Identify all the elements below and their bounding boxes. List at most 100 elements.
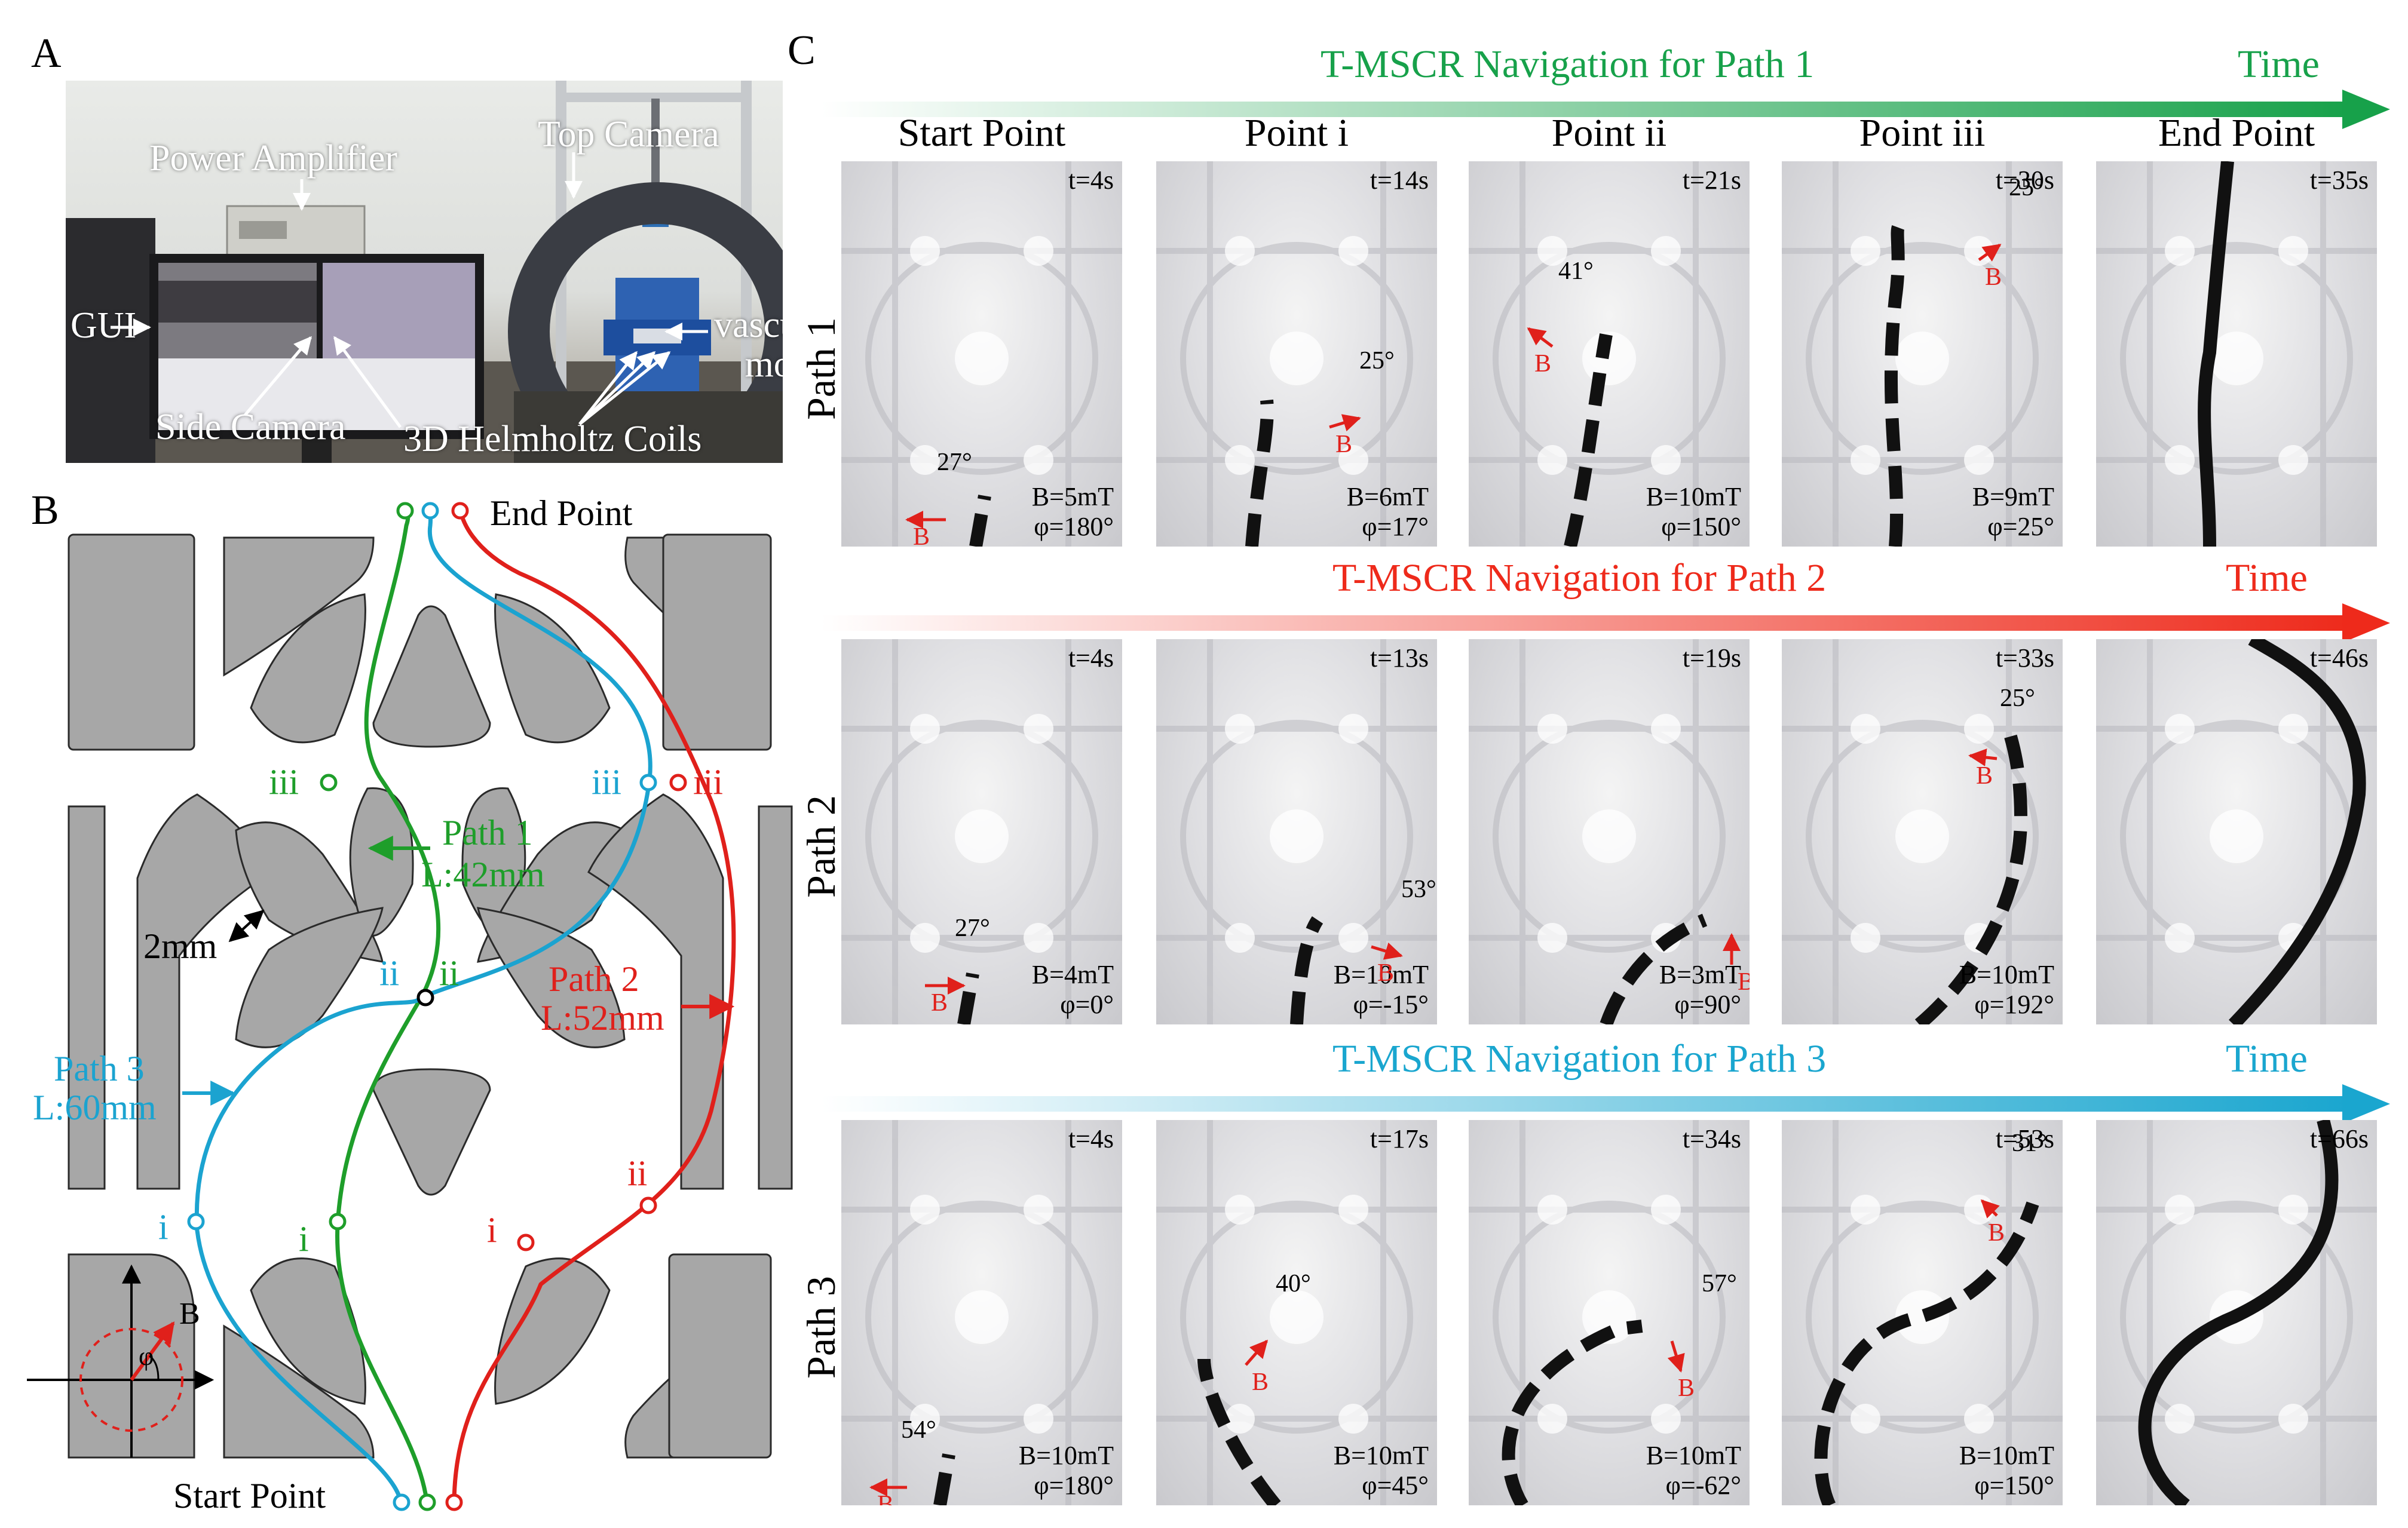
setup-photo-drawing (66, 81, 783, 463)
frame-bend-angle: 31° (2012, 1130, 2047, 1157)
time-label: Time (2226, 556, 2308, 600)
label-end-point: End Point (490, 493, 633, 533)
frame-bend-angle: 41° (1558, 257, 1594, 285)
waypoint-i-path2: i (487, 1210, 497, 1250)
label-vascular-model-l2: vascular (714, 305, 783, 345)
frame-bend-angle: 40° (1276, 1270, 1311, 1297)
label-path2-name: Path 2 (549, 959, 639, 999)
time-arrow (822, 603, 2390, 643)
frame-field-strength: B=10mT (1018, 1441, 1114, 1470)
frame-field-strength: B=10mT (1959, 1441, 2054, 1470)
column-header: Point ii (1551, 111, 1667, 155)
label-top-camera: Top Camera (538, 114, 719, 155)
frame-field-angle: φ=180° (1034, 1471, 1114, 1500)
frame-bend-angle: 57° (1702, 1270, 1737, 1297)
frame-time: t=4s (1068, 1124, 1114, 1153)
frame-bend-angle: 25° (2000, 685, 2035, 712)
waypoint-i-path1: i (299, 1219, 309, 1259)
frame-drawing (1782, 161, 2063, 547)
label-path3-name: Path 3 (54, 1049, 145, 1088)
frame-drawing (1156, 1120, 1437, 1505)
photo-arrows (111, 152, 708, 428)
label-path1-name: Path 1 (442, 813, 533, 852)
waypoint-ii-path2: ii (627, 1153, 648, 1193)
frame-time: t=33s (1995, 643, 2054, 673)
column-header: Point i (1244, 111, 1349, 155)
frame-drawing (841, 639, 1122, 1024)
frame-field-label: B (931, 989, 948, 1017)
column-header: Point iii (1859, 111, 1986, 155)
time-label: Time (2226, 1037, 2308, 1081)
video-frame: t=66s (2096, 1120, 2377, 1505)
frame-field-angle: φ=17° (1362, 512, 1429, 541)
frame-field-label: B (1988, 1219, 2005, 1247)
label-path2-length: L:52mm (541, 998, 664, 1038)
frame-drawing (1782, 1120, 2063, 1505)
frame-field-strength: B=3mT (1659, 960, 1741, 989)
label-path1-length: L:42mm (421, 855, 545, 894)
frame-time: t=53s (1995, 1124, 2054, 1153)
frame-drawing (1469, 1120, 1750, 1505)
time-label: Time (2238, 42, 2320, 86)
frame-field-label: B (1534, 350, 1552, 378)
frame-field-angle: φ=25° (1987, 512, 2054, 541)
panel-letter-a: A (31, 30, 62, 76)
row-title: T-MSCR Navigation for Path 3 (1332, 1037, 1827, 1081)
frame-bend-angle: 27° (937, 449, 972, 476)
video-frame: t=46s (2096, 639, 2377, 1024)
column-header: Start Point (897, 111, 1066, 155)
frame-field-label: B (1252, 1369, 1269, 1396)
label-start-point: Start Point (173, 1476, 326, 1515)
frame-bend-angle: 54° (901, 1416, 936, 1444)
panel-letter-b: B (31, 487, 59, 533)
frame-field-strength: B=10mT (1333, 1441, 1429, 1470)
waypoint-iii-path1: iii (269, 762, 299, 802)
frame-drawing (2096, 161, 2377, 547)
frame-time: t=21s (1682, 165, 1741, 195)
waypoint-ii-path1: ii (439, 953, 459, 993)
frame-field-angle: φ=90° (1674, 990, 1741, 1019)
label-vascular-model: 2D vascular model (714, 266, 783, 384)
row-title: T-MSCR Navigation for Path 1 (1321, 42, 1815, 86)
frame-field-angle: φ=0° (1060, 990, 1114, 1019)
maze-obstacles (68, 533, 793, 1459)
frame-field-angle: φ=192° (1974, 990, 2054, 1019)
frame-drawing (2096, 1120, 2377, 1505)
frame-field-label: B (1738, 968, 1750, 996)
frame-field-label: B (877, 1491, 894, 1505)
inset-field-label: B (179, 1297, 200, 1331)
frame-field-strength: B=10mT (1646, 1441, 1741, 1470)
frame-field-label: B (1335, 431, 1353, 458)
frame-time: t=30s (1995, 165, 2054, 195)
frame-field-label: B (1377, 959, 1395, 987)
row-label: Path 1 (798, 317, 844, 420)
time-arrow (822, 1084, 2390, 1124)
frame-bend-angle: 27° (955, 915, 990, 942)
waypoint-ii-path3: ii (379, 953, 400, 993)
row-label: Path 3 (798, 1275, 844, 1379)
frame-time: t=35s (2309, 165, 2369, 195)
row-title: T-MSCR Navigation for Path 2 (1332, 556, 1827, 600)
setup-photo: Power Amplifier Top Camera 2D vascular m… (66, 81, 783, 463)
label-channel-width: 2mm (143, 926, 217, 966)
waypoint-iii-path2: iii (693, 762, 724, 802)
frame-time: t=14s (1370, 165, 1429, 195)
frame-time: t=4s (1068, 643, 1114, 673)
frame-time: t=46s (2309, 643, 2369, 673)
frame-time: t=19s (1682, 643, 1741, 673)
inset-angle-label: φ (139, 1342, 154, 1371)
frame-drawing (1782, 639, 2063, 1024)
frame-drawing (1469, 161, 1750, 547)
frame-field-strength: B=4mT (1031, 960, 1114, 989)
panel-letter-c: C (788, 27, 816, 73)
path-1-curve (335, 505, 441, 1506)
frame-field-label: B (1985, 263, 2002, 291)
